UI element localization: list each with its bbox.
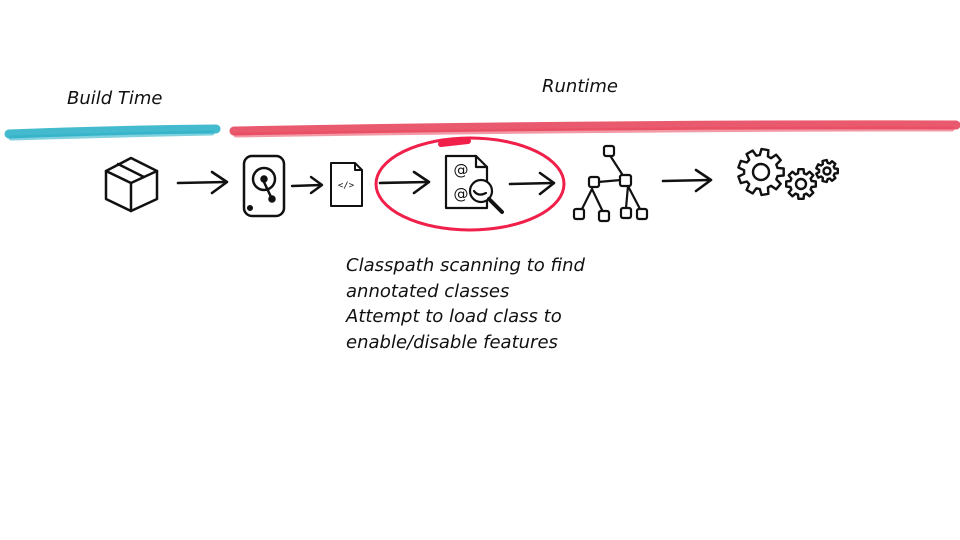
dependency-graph-icon bbox=[572, 144, 649, 223]
annotation-at-symbol: @ bbox=[454, 185, 469, 203]
arrow-2 bbox=[290, 175, 324, 195]
note-line: enable/disable features bbox=[346, 331, 558, 353]
gear-outline bbox=[815, 158, 839, 184]
gear-hole bbox=[751, 162, 771, 182]
hard-drive-icon bbox=[242, 154, 286, 218]
runtime-bar bbox=[229, 120, 960, 138]
gear-hole bbox=[794, 177, 808, 191]
arrow-1 bbox=[176, 170, 229, 195]
arrow-3 bbox=[378, 170, 431, 195]
gear-hole bbox=[822, 166, 832, 176]
build-time-bar bbox=[4, 124, 221, 141]
gear-outline bbox=[737, 147, 785, 197]
arrow-5 bbox=[661, 168, 713, 193]
highlight-circle bbox=[374, 136, 566, 232]
gear-outline bbox=[785, 168, 817, 200]
gears-icon bbox=[737, 147, 839, 200]
note-line: annotated classes bbox=[346, 280, 510, 302]
package-box-icon bbox=[104, 156, 159, 213]
build-time-label: Build Time bbox=[67, 88, 163, 109]
note-line: Classpath scanning to find bbox=[346, 255, 585, 276]
annotation-scan-icon bbox=[444, 154, 504, 214]
annotation-at-symbol: @ bbox=[454, 161, 469, 179]
note-line: Attempt to load class to bbox=[346, 306, 562, 327]
runtime-label: Runtime bbox=[542, 76, 618, 97]
arrow-4 bbox=[508, 171, 556, 196]
code-file-icon bbox=[330, 162, 363, 207]
scan-note: Classpath scanning to find annotated cla… bbox=[346, 253, 585, 355]
code-tag-text: </> bbox=[338, 181, 355, 191]
